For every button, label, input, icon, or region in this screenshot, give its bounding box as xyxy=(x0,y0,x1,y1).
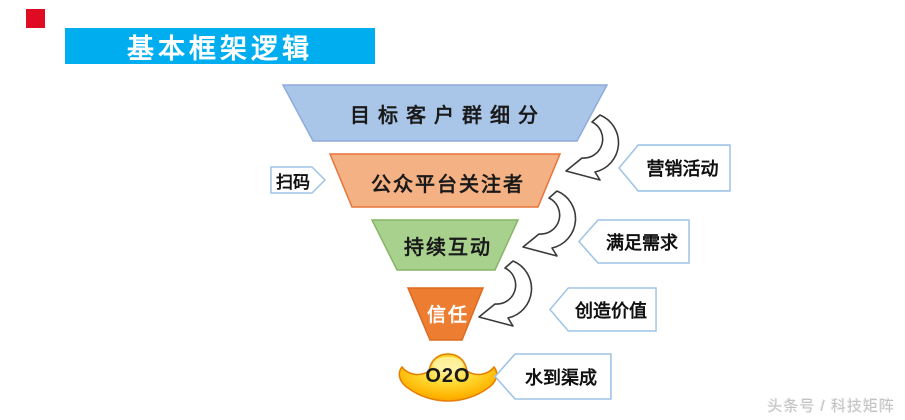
label-scan-code: 扫码 xyxy=(270,166,326,194)
funnel-layer-1-shape xyxy=(281,84,609,142)
watermark: 头条号 / 科技矩阵 xyxy=(767,398,895,415)
funnel-layer-3-shape xyxy=(370,219,520,271)
label-satisfy-needs: 满足需求 xyxy=(578,219,690,264)
funnel-layer-2-shape xyxy=(328,153,562,208)
label-marketing: 营销活动 xyxy=(618,144,731,192)
nature-pentagon-shape xyxy=(494,353,612,400)
title-banner: 基本框架逻辑 xyxy=(65,28,375,64)
label-natural-outcome-text: 水到渠成 xyxy=(525,367,597,388)
create-pentagon-shape xyxy=(549,287,657,332)
ingot-label: O2O xyxy=(425,365,471,387)
funnel-layer-4-label: 信任 xyxy=(426,305,469,326)
curved-arrow-3 xyxy=(478,260,533,327)
funnel-diagram xyxy=(281,84,609,402)
label-create-value-text: 创造价值 xyxy=(575,300,647,321)
red-badge xyxy=(26,9,45,28)
funnel-layer-4-shape xyxy=(406,287,485,341)
gold-ingot-icon xyxy=(398,353,498,402)
funnel-layer-1-label: 目标客户群细分 xyxy=(350,105,546,127)
label-satisfy-needs-text: 满足需求 xyxy=(606,232,678,253)
funnel-layer-3-label: 持续互动 xyxy=(404,237,492,259)
label-scan-code-text: 扫码 xyxy=(276,172,310,192)
scan-pentagon-shape xyxy=(270,166,326,194)
page-title: 基本框架逻辑 xyxy=(127,33,313,64)
label-natural-outcome: 水到渠成 xyxy=(494,353,612,400)
label-create-value: 创造价值 xyxy=(549,287,657,332)
funnel-layer-2-label: 公众平台关注者 xyxy=(371,174,525,196)
marketing-pentagon-shape xyxy=(618,144,731,192)
satisfy-pentagon-shape xyxy=(578,219,690,264)
curved-arrow-1 xyxy=(565,114,620,181)
curved-arrow-2 xyxy=(522,190,577,257)
label-marketing-text: 营销活动 xyxy=(646,159,719,179)
